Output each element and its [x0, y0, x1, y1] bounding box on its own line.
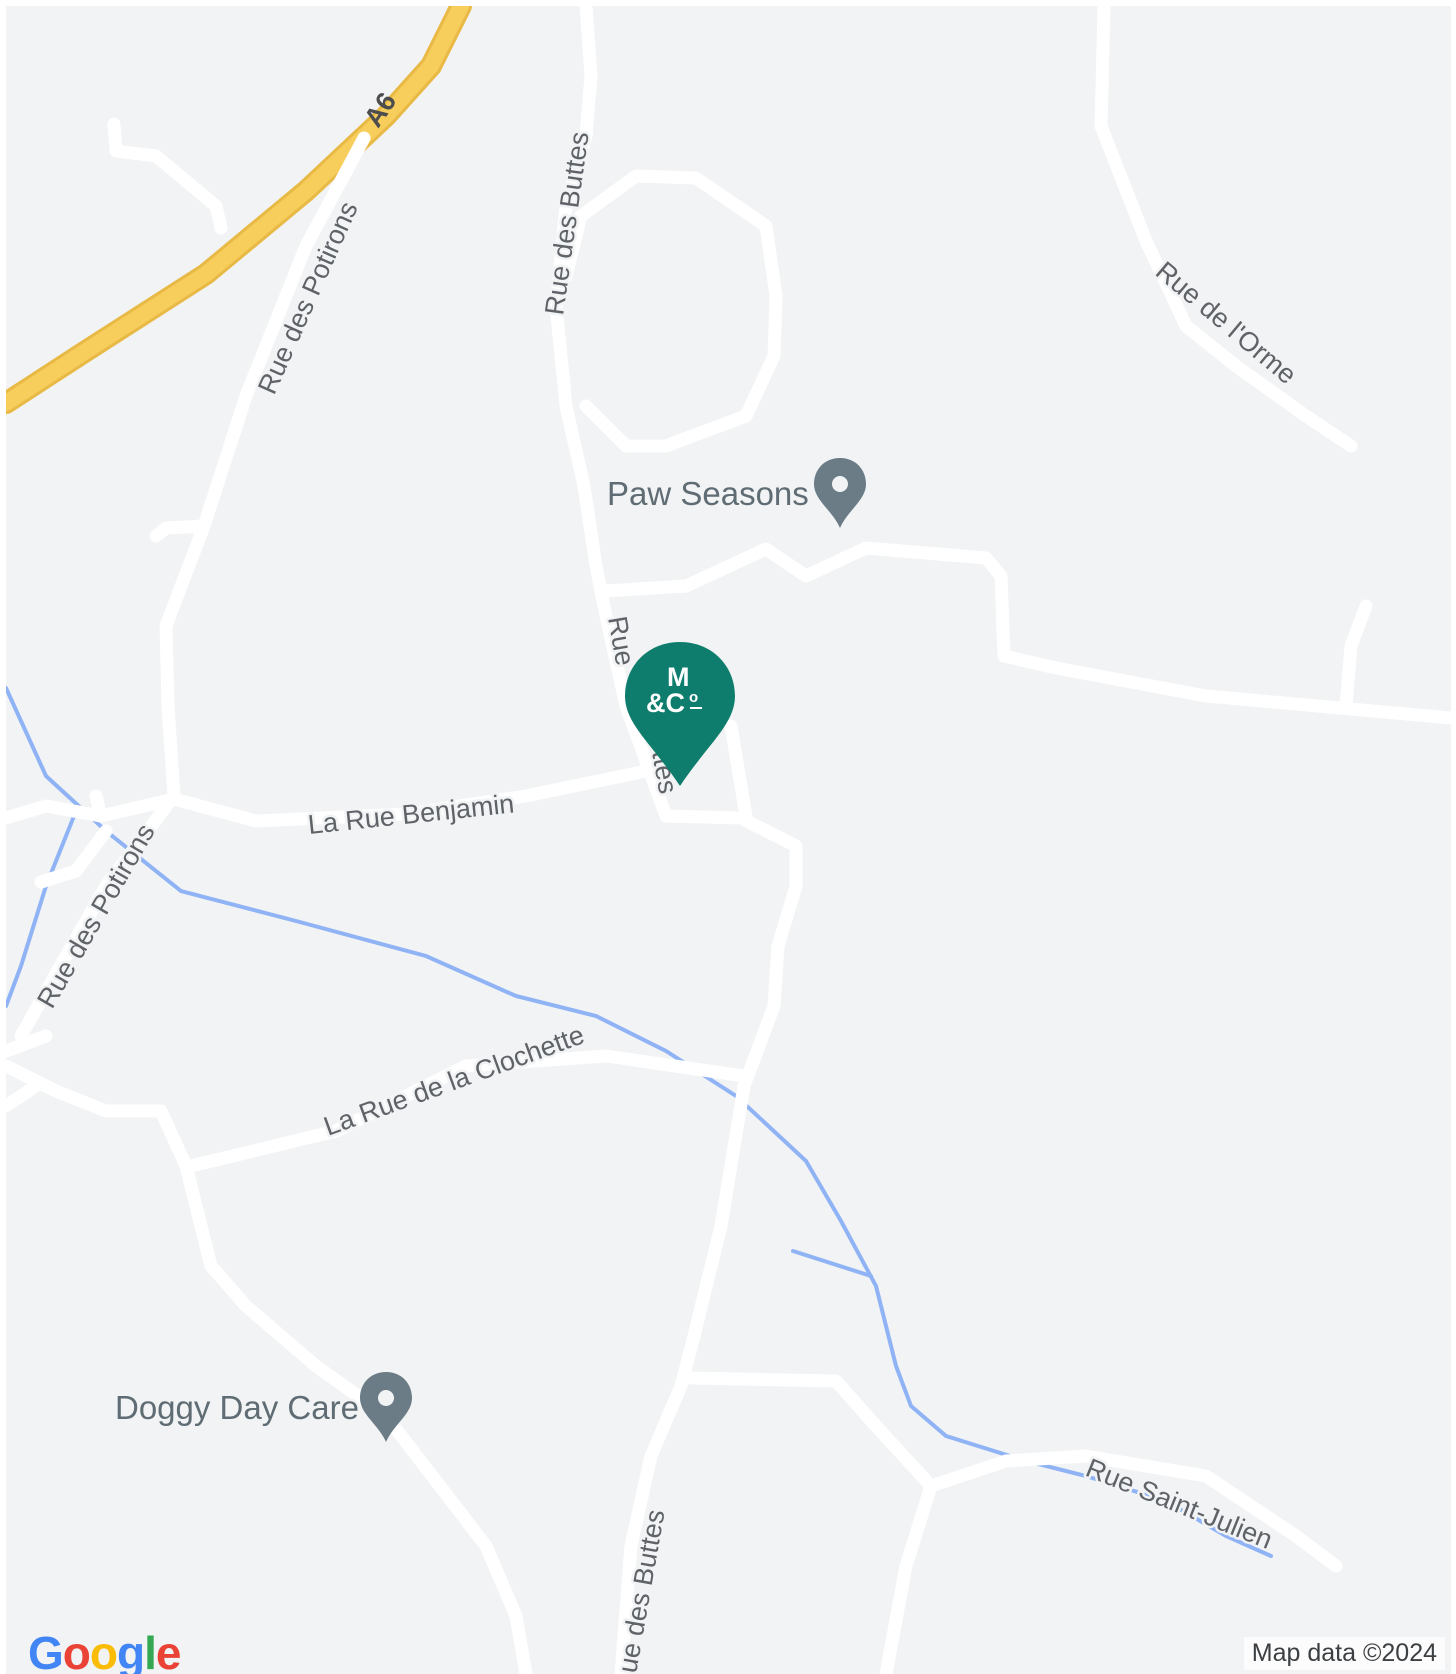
street-label-la-rue-de-la-clochette: La Rue de la Clochette	[320, 1019, 588, 1141]
highway-a6	[6, 6, 472, 414]
google-logo[interactable]: Google	[28, 1626, 182, 1674]
water-streams	[6, 686, 1273, 1558]
poi-doggy-day-care[interactable]: Doggy Day Care	[113, 1372, 412, 1442]
poi-paw-seasons[interactable]: Paw Seasons	[605, 458, 866, 528]
place-pin-icon	[814, 458, 866, 528]
google-logo-letter: l	[144, 1627, 157, 1674]
street-label-rue-de-l-orme: Rue de l'Orme	[1150, 256, 1302, 390]
street-label-rue-des-buttes-north: Rue des Buttes	[539, 130, 594, 317]
poi-label: Paw Seasons	[607, 475, 809, 512]
street-network	[6, 6, 1451, 1674]
street-label-la-rue-benjamin: La Rue Benjamin	[306, 788, 515, 839]
map-layer: A6 Rue des Potirons Rue des Potirons Rue…	[6, 6, 1451, 1674]
brand-marker-superscript: o	[689, 689, 698, 706]
brand-map-marker[interactable]: M &C o	[625, 642, 735, 786]
brand-marker-line1: M	[667, 662, 690, 692]
google-logo-letter: g	[117, 1627, 145, 1674]
map-data-attribution[interactable]: Map data ©2024	[1243, 1637, 1445, 1670]
brand-marker-line2: &C	[646, 688, 685, 718]
google-logo-letter: o	[89, 1627, 118, 1674]
google-logo-letter: e	[155, 1627, 182, 1674]
poi-label: Doggy Day Care	[115, 1389, 359, 1426]
google-logo-letter: G	[28, 1627, 64, 1674]
google-logo-letter: o	[62, 1627, 91, 1674]
place-pin-icon	[360, 1372, 412, 1442]
street-label-rue-des-buttes-mid-a: Rue	[602, 614, 640, 668]
map-canvas[interactable]: A6 Rue des Potirons Rue des Potirons Rue…	[6, 6, 1451, 1674]
brand-map-marker-icon	[625, 642, 735, 786]
